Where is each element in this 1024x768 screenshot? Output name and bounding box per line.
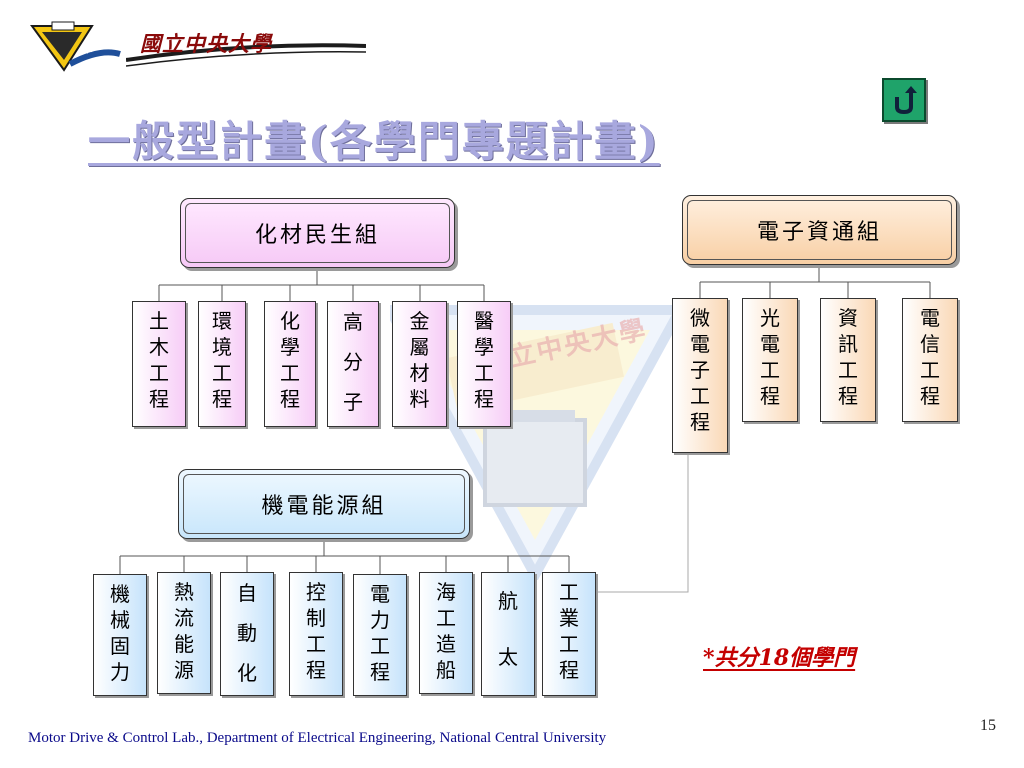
page-number: 15 [980,717,996,734]
dept-information-engineering: 資 訊 工 程 [820,298,876,422]
dept-thermal-fluid-energy: 熱 流 能 源 [157,572,211,694]
dept-environmental-engineering: 環 境 工 程 [198,301,246,427]
dept-medical-engineering: 醫 學 工 程 [457,301,511,427]
dept-aerospace: 航 太 [481,572,535,696]
group-mechanical-energy: 機電能源組 [178,469,470,539]
dept-control-engineering: 控 制 工 程 [289,572,343,696]
dept-industrial-engineering: 工 業 工 程 [542,572,596,696]
dept-automation: 自 動 化 [220,572,274,696]
dept-mechanical-solid: 機 械 固 力 [93,574,147,696]
header-swoosh [126,43,366,67]
dept-metal-materials: 金 屬 材 料 [392,301,447,427]
group-electronics-telecom: 電子資通組 [682,195,957,265]
footer-lab-credit: Motor Drive & Control Lab., Department o… [28,730,607,746]
dept-power-engineering: 電 力 工 程 [353,574,407,696]
return-arrow-icon [895,86,917,115]
total-fields-note: *共分18個學門 [703,645,856,671]
dept-marine-shipbuilding: 海 工 造 船 [419,572,473,694]
dept-chemical-engineering: 化 學 工 程 [264,301,316,427]
dept-polymer: 高 分 子 [327,301,379,427]
dept-civil-engineering: 土 木 工 程 [132,301,186,427]
university-emblem-icon [30,21,121,72]
school-name: 國立中央大學 [140,31,272,56]
dept-microelectronics: 微 電 子 工 程 [672,298,728,453]
dept-optoelectronics: 光 電 工 程 [742,298,798,422]
page-title: 一般型計畫(各學門專題計畫) [88,117,660,166]
group-chem-materials: 化材民生組 [180,198,455,268]
dept-telecommunication: 電 信 工 程 [902,298,958,422]
home-return-button[interactable] [882,78,926,122]
